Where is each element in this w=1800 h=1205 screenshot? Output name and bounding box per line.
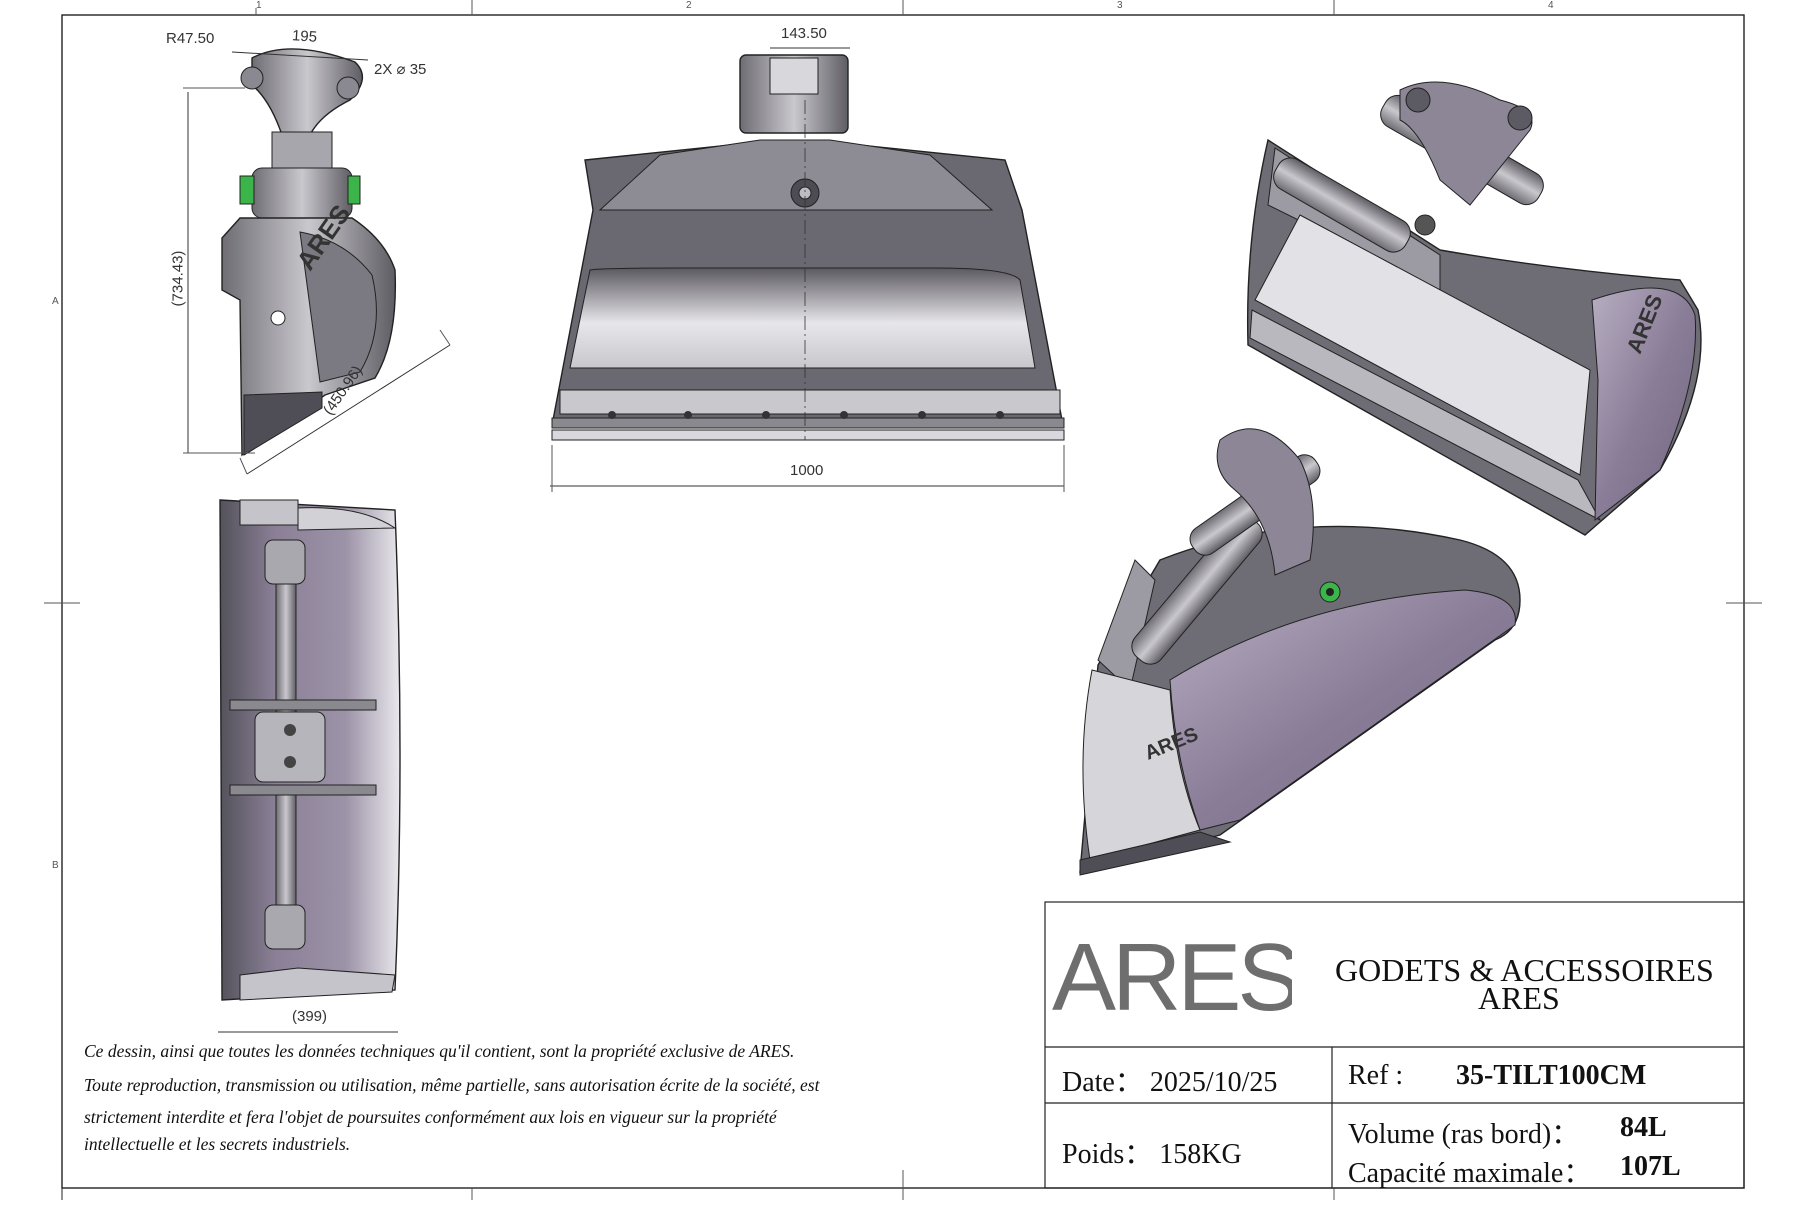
dim-ear-width-label: 143.50 (781, 25, 827, 42)
volume-value: 84L (1620, 1112, 1667, 1143)
date-label: Date： (1062, 1067, 1143, 1098)
ref-label: Ref : (1348, 1060, 1404, 1091)
date-field: Date： 2025/10/25 (1062, 1060, 1277, 1100)
front-view (550, 47, 1065, 492)
notice-line: intellectuelle et les secrets industriel… (84, 1134, 351, 1154)
notice-line: Toute reproduction, transmission ou util… (84, 1075, 820, 1095)
weight-field: Poids： 158KG (1062, 1132, 1242, 1172)
dim-bucket-width-label: 1000 (790, 462, 824, 479)
date-value: 2025/10/25 (1149, 1067, 1278, 1098)
ares-logo: ARES (1052, 932, 1292, 1018)
title-line1: GODETS & ACCESSOIRES (1335, 952, 1714, 988)
zone-marker-b: B (52, 860, 59, 871)
notice-line: strictement interdite et fera l'objet de… (84, 1107, 777, 1127)
zone-marker-a: A (52, 296, 59, 307)
dim-pin-holes-label: 2X ⌀ 35 (374, 61, 427, 78)
dim-height-label: (734.43) (169, 250, 187, 307)
iso-view-lower: ARES (1079, 428, 1521, 876)
title-line2: ARES (1478, 980, 1560, 1016)
zone-marker-2: 2 (686, 0, 692, 11)
dim-radius-label: R47.50 (166, 30, 215, 47)
dim-pin-spacing-label: 195 (291, 27, 318, 46)
dim-depth-label: (399) (292, 1008, 328, 1025)
notice-line: Ce dessin, ainsi que toutes les données … (84, 1041, 795, 1061)
side-view: ARES (183, 48, 451, 475)
capacity-label: Capacité maximale： (1348, 1158, 1592, 1189)
title-block (1044, 901, 1745, 1189)
zone-marker-4: 4 (1548, 0, 1554, 11)
ref-field: Ref : (1348, 1060, 1403, 1092)
iso-view-upper: ARES (1246, 81, 1702, 536)
volume-field: Volume (ras bord)： (1348, 1112, 1579, 1152)
volume-label: Volume (ras bord)： (1348, 1119, 1580, 1150)
top-view (218, 499, 401, 1033)
capacity-value: 107L (1620, 1151, 1681, 1182)
weight-value: 158KG (1159, 1139, 1242, 1170)
zone-marker-1: 1 (256, 0, 262, 11)
ref-value: 35-TILT100CM (1456, 1060, 1647, 1091)
capacity-field: Capacité maximale： (1348, 1151, 1591, 1191)
zone-marker-3: 3 (1117, 0, 1123, 11)
weight-label: Poids： (1062, 1139, 1153, 1170)
legal-notice: Ce dessin, ainsi que toutes les données … (84, 1034, 964, 1156)
svg-text:ARES: ARES (1052, 932, 1292, 1018)
